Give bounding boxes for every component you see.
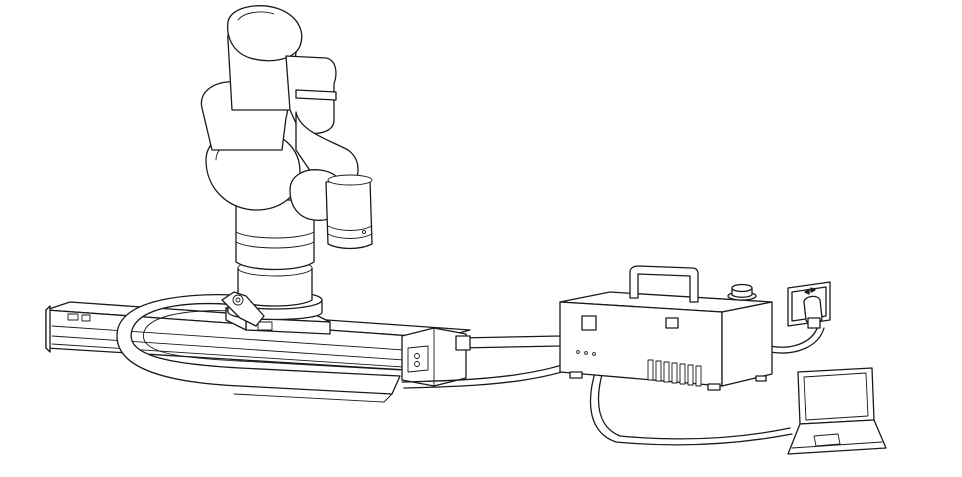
power-outlet — [787, 281, 831, 329]
emergency-stop — [727, 283, 757, 301]
cable-chain — [116, 294, 401, 403]
robot-arm — [200, 5, 373, 327]
control-box-vents — [647, 359, 702, 387]
control-box — [559, 265, 773, 391]
laptop — [787, 367, 887, 455]
